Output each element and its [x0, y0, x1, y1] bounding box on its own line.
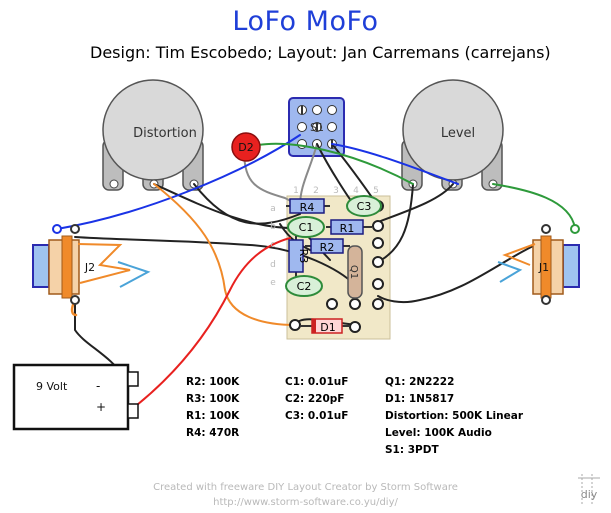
- q1-label: Q1: [348, 265, 359, 279]
- resistor-r4: R4: [286, 198, 330, 214]
- d1-label: D1: [320, 321, 335, 334]
- part-level: Level: 100K Audio: [385, 427, 492, 439]
- part-q1: Q1: 2N2222: [385, 376, 455, 388]
- diagram-title: LoFo MoFo: [232, 6, 379, 37]
- led-d2: D2: [231, 132, 261, 162]
- parts-list-misc: Q1: 2N2222 D1: 1N5817 Distortion: 500K L…: [385, 374, 523, 459]
- board-components: 1 2 3 4 5 a b c d e R4 C3: [270, 186, 384, 334]
- capacitor-c1: C1: [287, 216, 325, 238]
- c1-label: C1: [299, 221, 314, 234]
- jack-j2[interactable]: J2: [32, 224, 151, 305]
- r2-label: R2: [320, 241, 335, 254]
- parts-list-resistors: R2: 100K R3: 100K R1: 100K R4: 470R: [186, 374, 239, 442]
- board-col-5: 5: [373, 186, 379, 196]
- parts-list-capacitors: C1: 0.01uF C2: 220pF C3: 0.01uF: [285, 374, 348, 425]
- board-row-d: d: [270, 260, 276, 270]
- part-s1: S1: 3PDT: [385, 444, 439, 456]
- part-c1: C1: 0.01uF: [285, 376, 349, 388]
- level-pot[interactable]: Level: [401, 79, 504, 191]
- part-r3: R3: 100K: [186, 393, 240, 405]
- board-col-1: 1: [293, 186, 299, 196]
- j1-label: J1: [538, 261, 549, 274]
- capacitor-c2: C2: [285, 275, 323, 297]
- d2-label: D2: [238, 141, 253, 154]
- level-pot-label: Level: [441, 126, 475, 141]
- r4-label: R4: [300, 201, 315, 214]
- board-row-e: e: [270, 278, 276, 288]
- footer-credit: Created with freeware DIY Layout Creator…: [153, 482, 458, 493]
- capacitor-c3: C3: [346, 195, 382, 217]
- battery-label: 9 Volt: [36, 380, 68, 393]
- board-col-4: 4: [353, 186, 359, 196]
- diy-logo: diy: [578, 474, 600, 504]
- battery-minus: -: [96, 379, 100, 393]
- part-distortion: Distortion: 500K Linear: [385, 410, 523, 422]
- distortion-pot[interactable]: Distortion: [102, 79, 204, 191]
- distortion-pot-label: Distortion: [133, 126, 197, 141]
- diagram-subtitle: Design: Tim Escobedo; Layout: Jan Carrem…: [90, 43, 551, 62]
- battery-plus: +: [96, 400, 106, 414]
- board-col-2: 2: [313, 186, 319, 196]
- resistor-r2: R2: [305, 238, 350, 254]
- board-row-a: a: [270, 204, 276, 214]
- r1-label: R1: [340, 222, 355, 235]
- resistor-r1: R1: [326, 219, 372, 235]
- part-d1: D1: 1N5817: [385, 393, 455, 405]
- c2-label: C2: [297, 280, 312, 293]
- j2-label: J2: [84, 261, 95, 274]
- footer-url[interactable]: http://www.storm-software.co.yu/diy/: [213, 497, 398, 508]
- part-r2: R2: 100K: [186, 376, 240, 388]
- resistor-r3: R3: [288, 236, 310, 278]
- diode-d1: D1: [300, 318, 350, 334]
- footswitch-s1[interactable]: S1: [288, 97, 345, 157]
- part-r4: R4: 470R: [186, 427, 240, 439]
- transistor-q1: Q1: [347, 245, 363, 299]
- board-col-3: 3: [333, 186, 339, 196]
- diy-logo-text: diy: [581, 488, 598, 501]
- board-row-c: c: [271, 240, 276, 250]
- c3-label: C3: [357, 200, 372, 213]
- r3-label: R3: [297, 249, 310, 264]
- part-c3: C3: 0.01uF: [285, 410, 349, 422]
- part-r1: R1: 100K: [186, 410, 240, 422]
- board-row-b: b: [270, 222, 276, 232]
- part-c2: C2: 220pF: [285, 393, 345, 405]
- battery-9v: 9 Volt - +: [12, 363, 139, 431]
- jack-j1[interactable]: J1: [497, 224, 580, 305]
